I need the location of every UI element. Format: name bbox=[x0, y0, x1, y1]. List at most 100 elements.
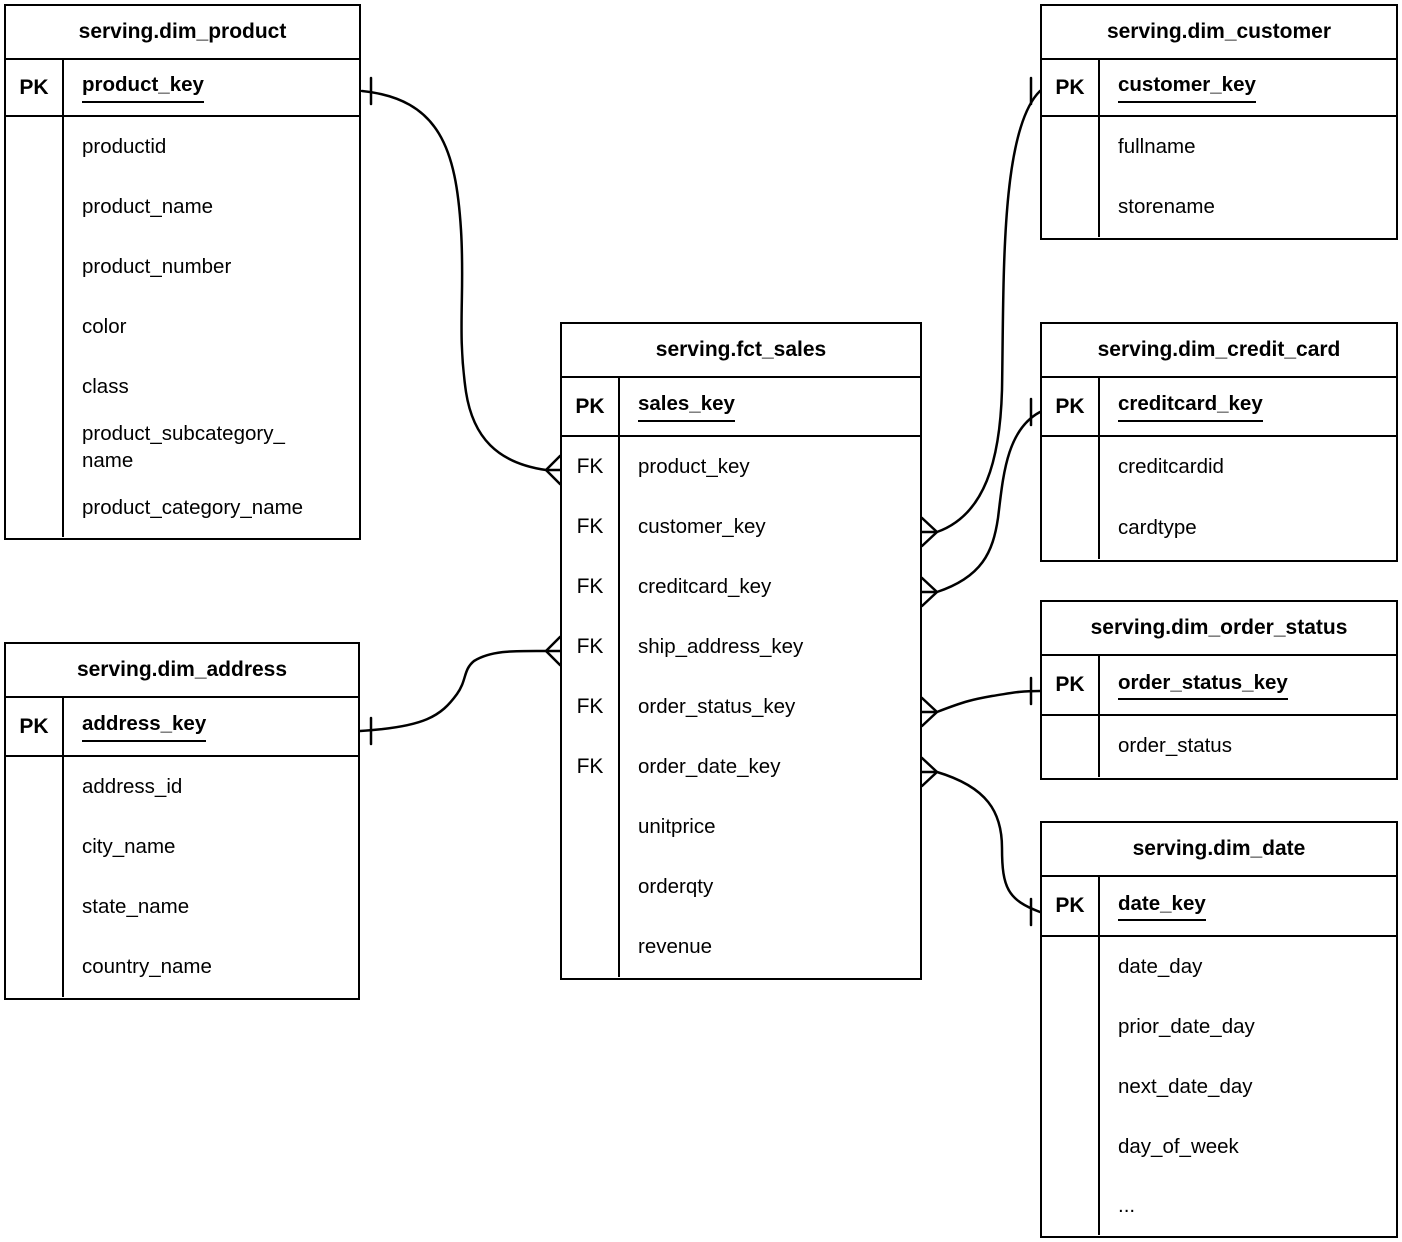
field-cell: ... bbox=[1100, 1177, 1396, 1235]
field-row: address_id bbox=[6, 757, 358, 817]
key-badge bbox=[1042, 716, 1100, 777]
field-name: address_id bbox=[82, 774, 183, 798]
relationship-line bbox=[358, 649, 562, 733]
field-name: state_name bbox=[82, 894, 190, 918]
field-cell: next_date_day bbox=[1100, 1057, 1396, 1117]
field-name: prior_date_day bbox=[1118, 1014, 1255, 1038]
field-row: state_name bbox=[6, 877, 358, 937]
key-badge bbox=[1042, 497, 1100, 559]
relationship-date-connector bbox=[920, 756, 1042, 927]
field-name: country_name bbox=[82, 954, 212, 978]
field-row: orderqty bbox=[562, 857, 920, 917]
key-badge bbox=[6, 479, 64, 537]
field-cell: order_status_key bbox=[620, 677, 920, 737]
pk-field-name: sales_key bbox=[638, 391, 735, 422]
key-badge: FK bbox=[562, 437, 620, 497]
key-badge bbox=[6, 237, 64, 297]
field-cell: city_name bbox=[64, 817, 358, 877]
field-row: unitprice bbox=[562, 797, 920, 857]
relationship-line bbox=[920, 770, 1042, 914]
field-name: product_key bbox=[638, 454, 750, 478]
field-name: order_date_key bbox=[638, 754, 781, 778]
field-row: FK product_key bbox=[562, 437, 920, 497]
key-badge bbox=[6, 877, 64, 937]
field-cell: cardtype bbox=[1100, 497, 1396, 559]
field-name: customer_key bbox=[638, 514, 766, 538]
field-row: class bbox=[6, 357, 359, 417]
table-title: serving.fct_sales bbox=[562, 324, 920, 378]
pk-badge: PK bbox=[6, 698, 64, 755]
pk-field-cell: sales_key bbox=[620, 378, 920, 435]
relationship-product-connector bbox=[360, 76, 562, 486]
relationship-address-connector bbox=[358, 635, 562, 746]
field-cell: product_​number bbox=[64, 237, 359, 297]
field-cell: prior_date_day bbox=[1100, 997, 1396, 1057]
key-badge bbox=[1042, 1057, 1100, 1117]
table-title: serving.dim_address bbox=[6, 644, 358, 698]
table-title: serving.dim_date bbox=[1042, 823, 1396, 877]
field-row: fullname bbox=[1042, 117, 1396, 177]
table-title: serving.dim_customer bbox=[1042, 6, 1396, 60]
field-row: revenue bbox=[562, 917, 920, 977]
field-row: product_​name bbox=[6, 177, 359, 237]
field-cell: revenue bbox=[620, 917, 920, 977]
field-name: color bbox=[82, 314, 127, 338]
relationship-line bbox=[360, 89, 562, 472]
field-name: date_day bbox=[1118, 954, 1203, 978]
pk-field-cell: creditcard_key bbox=[1100, 378, 1396, 435]
field-cell: class bbox=[64, 357, 359, 417]
pk-badge: PK bbox=[1042, 378, 1100, 435]
field-cell: country_name bbox=[64, 937, 358, 997]
pk-field-name: order_status_key bbox=[1118, 670, 1288, 701]
field-cell: creditcardid bbox=[1100, 437, 1396, 497]
field-row: day_of_week bbox=[1042, 1117, 1396, 1177]
crow-foot-many-marker bbox=[920, 696, 939, 728]
field-name: product_​category_​name bbox=[82, 495, 304, 519]
field-cell: state_name bbox=[64, 877, 358, 937]
field-name: creditcardid bbox=[1118, 454, 1224, 478]
field-row: city_name bbox=[6, 817, 358, 877]
field-name: ship_address_key bbox=[638, 634, 804, 658]
field-cell: storename bbox=[1100, 177, 1396, 237]
field-name: unitprice bbox=[638, 814, 716, 838]
field-row: product_​subcategory_​name bbox=[6, 417, 359, 479]
field-row: productid bbox=[6, 117, 359, 177]
field-name: creditcard_key bbox=[638, 574, 772, 598]
crow-foot-many-marker bbox=[920, 756, 939, 788]
pk-row: PK sales_key bbox=[562, 378, 920, 437]
field-cell: day_of_week bbox=[1100, 1117, 1396, 1177]
key-badge bbox=[1042, 997, 1100, 1057]
field-row: ... bbox=[1042, 1177, 1396, 1235]
field-cell: color bbox=[64, 297, 359, 357]
pk-field-cell: customer_key bbox=[1100, 60, 1396, 115]
pk-field-cell: order_status_key bbox=[1100, 656, 1396, 714]
field-row: color bbox=[6, 297, 359, 357]
key-badge bbox=[6, 757, 64, 817]
field-row: product_​category_​name bbox=[6, 479, 359, 537]
field-name: productid bbox=[82, 134, 167, 158]
field-cell: creditcard_key bbox=[620, 557, 920, 617]
pk-field-name: customer_key bbox=[1118, 72, 1256, 103]
pk-field-cell: address_key bbox=[64, 698, 358, 755]
field-name: cardtype bbox=[1118, 515, 1197, 539]
relationship-line bbox=[920, 410, 1042, 594]
field-row: storename bbox=[1042, 177, 1396, 237]
field-row: country_name bbox=[6, 937, 358, 997]
field-cell: unitprice bbox=[620, 797, 920, 857]
key-badge: FK bbox=[562, 557, 620, 617]
key-badge bbox=[1042, 117, 1100, 177]
pk-badge: PK bbox=[562, 378, 620, 435]
field-cell: date_day bbox=[1100, 937, 1396, 997]
